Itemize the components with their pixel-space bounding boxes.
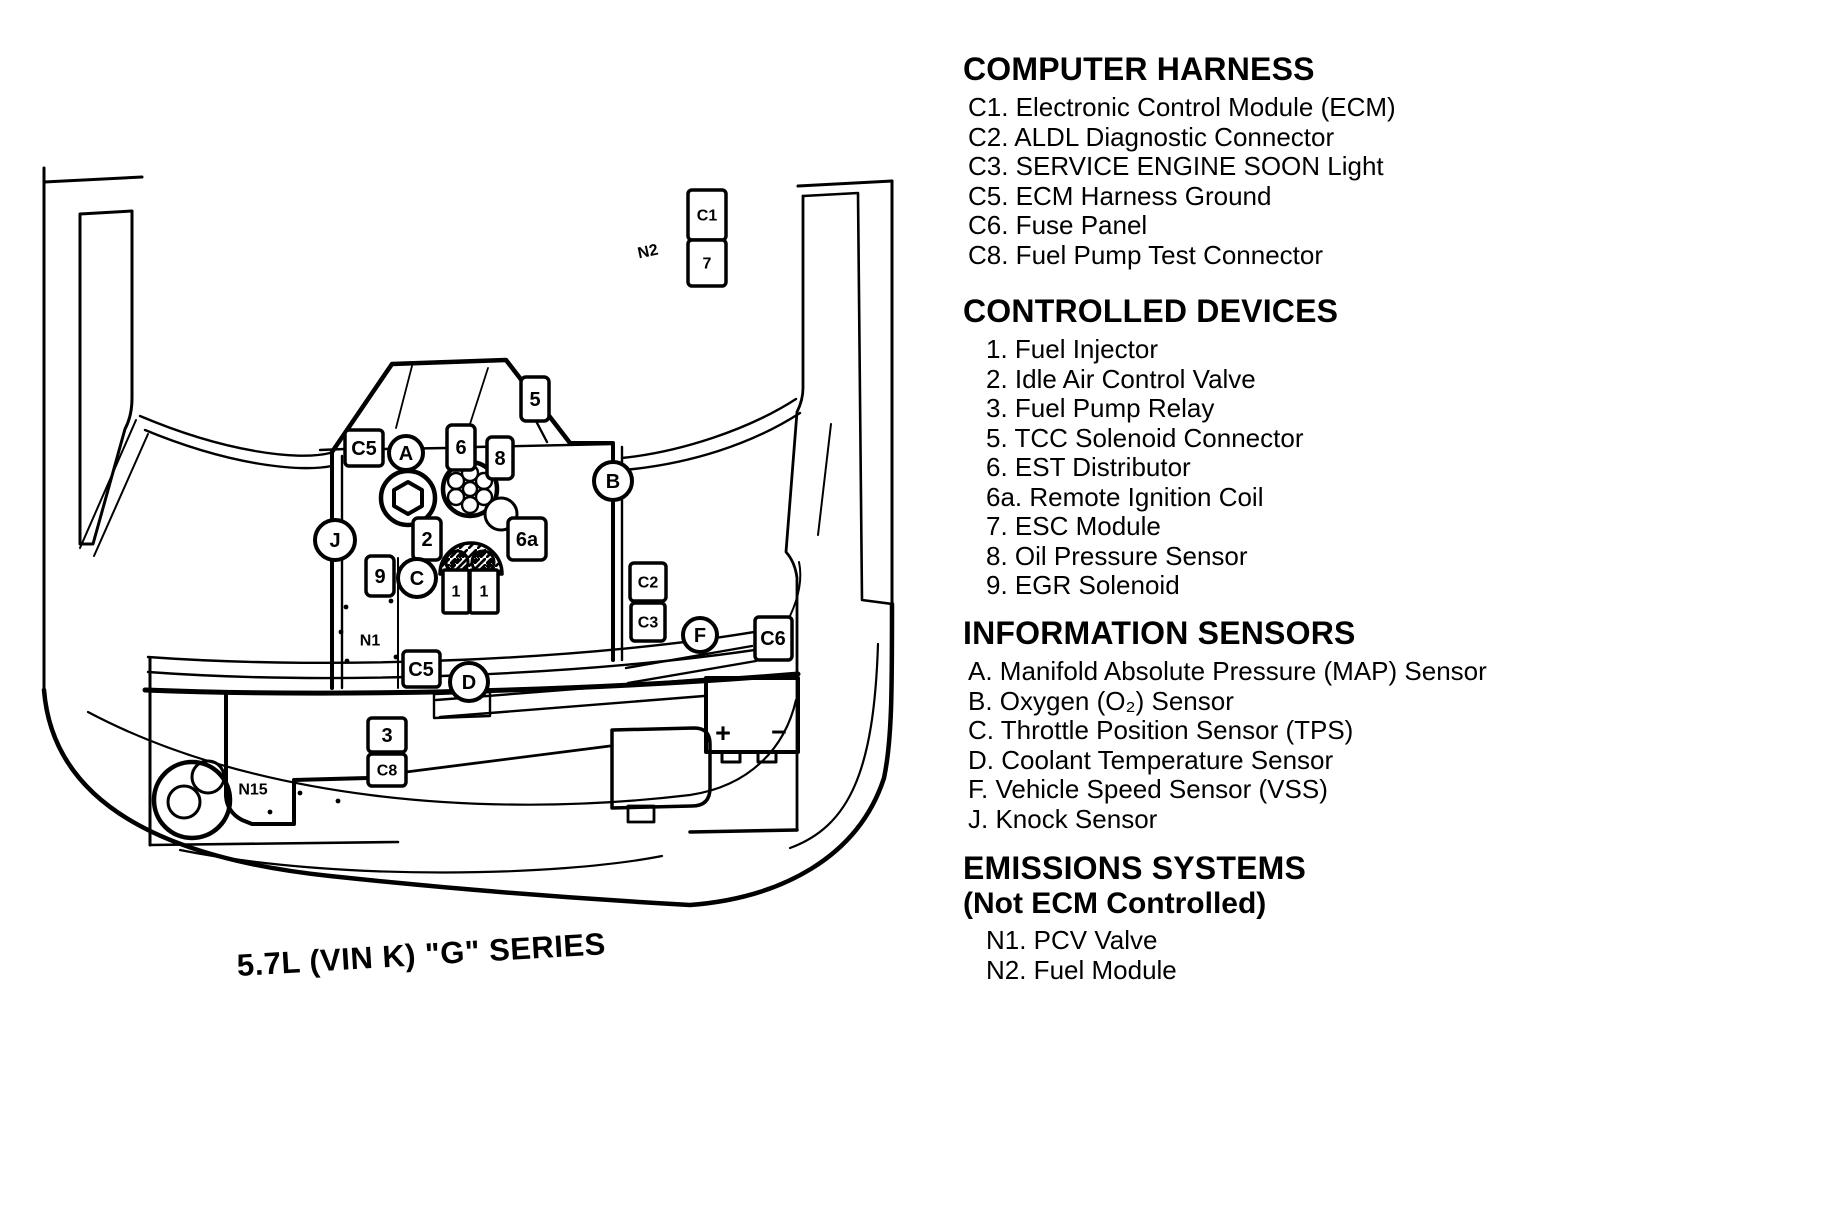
svg-text:C1: C1 xyxy=(697,208,718,225)
legend-section-computer-harness: COMPUTER HARNESS C1. Electronic Control … xyxy=(963,52,1603,270)
texture-dots xyxy=(267,598,399,815)
legend-section-subtitle: (Not ECM Controlled) xyxy=(963,887,1267,920)
callout-circle-j: J xyxy=(313,518,357,562)
legend-section-emissions-systems: EMISSIONS SYSTEMS (Not ECM Controlled) N… xyxy=(963,851,1603,985)
legend-item: 8. Oil Pressure Sensor xyxy=(986,540,1248,571)
legend-item: J. Knock Sensor xyxy=(968,803,1158,834)
legend-item: C3. SERVICE ENGINE SOON Light xyxy=(968,151,1384,181)
callout-box-6a: 6a xyxy=(506,516,548,562)
svg-text:6: 6 xyxy=(455,437,466,459)
callout-box-2: 2 xyxy=(411,516,443,562)
svg-text:F: F xyxy=(694,625,706,647)
legend-item: C2. ALDL Diagnostic Connector xyxy=(968,121,1335,152)
callout-box-c1: C1 xyxy=(686,188,728,242)
callout-box-c6: C6 xyxy=(753,615,794,662)
svg-text:C5: C5 xyxy=(408,659,434,681)
pulley xyxy=(151,759,233,841)
washer-bottle xyxy=(610,726,712,824)
legend-item: 5. TCC Solenoid Connector xyxy=(986,422,1304,453)
legend-item: C. Throttle Position Sensor (TPS) xyxy=(968,715,1354,745)
legend-section-information-sensors: INFORMATION SENSORS A. Manifold Absolute… xyxy=(963,616,1603,834)
callout-circle-a: A xyxy=(387,434,425,472)
legend-section-title: COMPUTER HARNESS xyxy=(963,51,1315,87)
callout-circle-d: D xyxy=(448,661,490,703)
svg-text:C3: C3 xyxy=(638,615,659,632)
diagram-text-labels: N2 N1 N15 xyxy=(238,242,660,799)
svg-text:1: 1 xyxy=(480,584,489,601)
svg-text:C2: C2 xyxy=(638,575,659,592)
svg-text:J: J xyxy=(329,530,340,552)
callout-box-7: 7 xyxy=(686,238,728,288)
legend-item: C1. Electronic Control Module (ECM) xyxy=(968,92,1396,122)
svg-text:7: 7 xyxy=(703,256,712,273)
legend-item: 7. ESC Module xyxy=(986,511,1161,541)
legend-item: 3. Fuel Pump Relay xyxy=(986,393,1215,423)
callout-circle-f: F xyxy=(681,616,719,654)
callout-box-c5-upper: C5 xyxy=(343,428,385,468)
callout-box-9: 9 xyxy=(364,554,396,598)
legend-item: F. Vehicle Speed Sensor (VSS) xyxy=(968,774,1328,804)
callout-box-6: 6 xyxy=(445,423,477,472)
distributor xyxy=(440,459,500,519)
svg-text:A: A xyxy=(399,443,413,465)
legend-item: N2. Fuel Module xyxy=(986,954,1177,985)
label-n15: N15 xyxy=(238,782,267,799)
legend-item: 9. EGR Solenoid xyxy=(986,570,1180,600)
legend-item: A. Manifold Absolute Pressure (MAP) Sens… xyxy=(968,656,1487,686)
battery-minus-symbol: − xyxy=(771,717,787,747)
callout-box-8: 8 xyxy=(485,435,515,481)
legend-section-controlled-devices: CONTROLLED DEVICES 1. Fuel Injector 2. I… xyxy=(963,294,1603,601)
callout-box-1-right: 1 xyxy=(468,568,500,615)
engine-bay-diagram: + − C1 7 5 C5 xyxy=(41,166,895,908)
intake-dome xyxy=(438,541,504,576)
legend-item: 6a. Remote Ignition Coil xyxy=(986,481,1264,512)
callout-boxes: C1 7 5 C5 6 8 2 6a 9 1 1 C2 C3 C6 C5 3 C… xyxy=(343,188,794,788)
legend-section-title: CONTROLLED DEVICES xyxy=(963,293,1339,329)
legend-item: C8. Fuel Pump Test Connector xyxy=(968,239,1324,270)
legend-item: C5. ECM Harness Ground xyxy=(968,180,1272,211)
svg-text:1: 1 xyxy=(452,584,461,601)
legend-item: 6. EST Distributor xyxy=(986,452,1191,482)
right-fender xyxy=(620,191,894,834)
callout-box-c3: C3 xyxy=(629,601,667,643)
legend-item: D. Coolant Temperature Sensor xyxy=(968,744,1334,775)
svg-text:D: D xyxy=(462,672,476,694)
legend-section-title: EMISSIONS SYSTEMS xyxy=(963,850,1307,886)
svg-text:8: 8 xyxy=(494,448,505,470)
callout-circle-b: B xyxy=(592,460,634,502)
left-fender xyxy=(78,209,334,557)
callout-box-1-left: 1 xyxy=(441,568,471,615)
callout-box-5: 5 xyxy=(519,375,551,423)
legend-item: N1. PCV Valve xyxy=(986,925,1158,955)
callout-circles: A J C B F D xyxy=(313,434,719,703)
svg-text:9: 9 xyxy=(374,566,385,588)
svg-text:C: C xyxy=(410,568,424,590)
svg-text:6a: 6a xyxy=(516,529,539,551)
label-n2: N2 xyxy=(636,242,660,263)
callout-box-3: 3 xyxy=(366,716,408,754)
svg-text:C6: C6 xyxy=(760,628,786,650)
legend-item: 1. Fuel Injector xyxy=(986,334,1158,364)
svg-text:C8: C8 xyxy=(377,763,398,780)
svg-text:C5: C5 xyxy=(351,438,377,460)
legend-item: B. Oxygen (O₂) Sensor xyxy=(968,685,1234,716)
legend-item: 2. Idle Air Control Valve xyxy=(986,363,1256,394)
callout-box-c8: C8 xyxy=(366,752,408,788)
callout-box-c2: C2 xyxy=(628,561,668,603)
svg-text:3: 3 xyxy=(381,725,392,747)
label-n1: N1 xyxy=(360,633,381,650)
svg-text:2: 2 xyxy=(421,529,432,551)
callout-circle-c: C xyxy=(396,557,438,599)
callout-box-c5-lower: C5 xyxy=(401,649,442,689)
svg-text:B: B xyxy=(606,471,620,493)
battery-plus-symbol: + xyxy=(715,718,731,748)
legend-item: C6. Fuse Panel xyxy=(968,210,1148,240)
battery: + − xyxy=(704,676,800,764)
legend-section-title: INFORMATION SENSORS xyxy=(963,615,1356,651)
svg-text:5: 5 xyxy=(529,389,540,411)
